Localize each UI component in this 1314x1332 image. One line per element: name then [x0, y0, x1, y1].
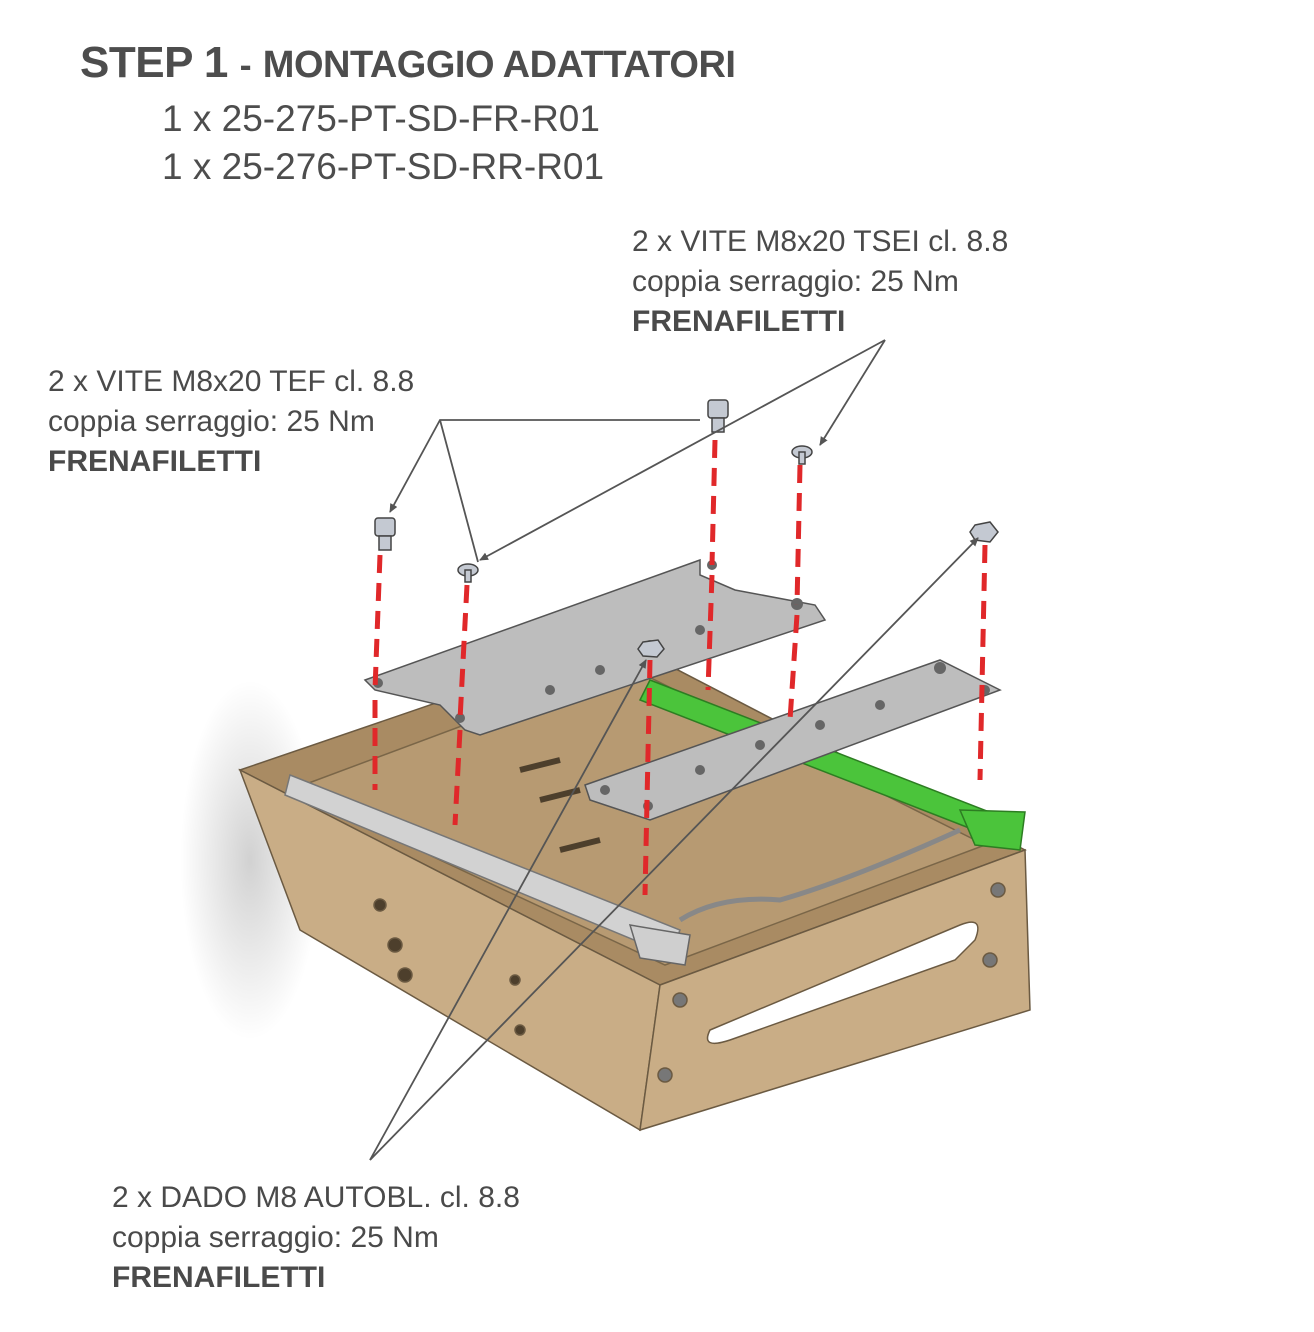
- hole: [514, 1024, 526, 1036]
- callout-tsei-screws: 2 x VITE M8x20 TSEI cl. 8.8 coppia serra…: [632, 222, 1008, 342]
- screw-head: [672, 992, 688, 1008]
- alignment-guides: [372, 439, 988, 896]
- right-rail: [638, 679, 1026, 851]
- release-cable: [678, 827, 962, 923]
- guide-line: [457, 584, 470, 721]
- plate-hole: [695, 625, 705, 635]
- step-description: MONTAGGIO ADATTATORI: [262, 44, 736, 86]
- hole: [373, 898, 387, 912]
- leader-tef-2: [439, 419, 479, 563]
- callout-nut-threadlock: FRENAFILETTI: [112, 1261, 326, 1294]
- plate-hole: [695, 765, 705, 775]
- guide-line: [794, 464, 803, 606]
- callout-nut-torque: coppia serraggio: 25 Nm: [112, 1221, 439, 1254]
- guide-line: [705, 574, 715, 691]
- guide-line: [977, 544, 988, 781]
- leader-lines: [369, 339, 979, 1161]
- screw-head: [990, 882, 1006, 898]
- plate-hole: [595, 665, 605, 675]
- tef-screw-left: [374, 517, 396, 551]
- nut-right: [969, 521, 999, 543]
- guide-line: [709, 439, 718, 566]
- guide-line: [372, 554, 383, 691]
- guide-line: [642, 659, 653, 896]
- hole: [387, 937, 403, 953]
- plate-hole: [545, 685, 555, 695]
- part-number-front: 1 x 25-275-PT-SD-FR-R01: [162, 98, 600, 139]
- plate-hole: [791, 598, 803, 610]
- plate-hole: [755, 740, 765, 750]
- green-rail-end: [958, 809, 1026, 851]
- hole: [509, 974, 521, 986]
- left-rail: [284, 773, 691, 966]
- guide-line: [787, 614, 800, 721]
- callout-nut-qty: 2 x DADO M8 AUTOBL. cl. 8.8: [112, 1181, 520, 1214]
- adapter-plate-rear: [584, 659, 1002, 821]
- leader-tsei-2: [479, 339, 886, 561]
- screw-head: [982, 952, 998, 968]
- callout-tef-screws: 2 x VITE M8x20 TEF cl. 8.8 coppia serrag…: [48, 362, 414, 482]
- leader-nut-1: [369, 537, 979, 1161]
- step-label: STEP 1: [80, 38, 228, 87]
- screw-head: [657, 1067, 673, 1083]
- plate-hole: [455, 713, 465, 723]
- handle-slot: [706, 921, 979, 1045]
- callout-tef-qty: 2 x VITE M8x20 TEF cl. 8.8: [48, 365, 415, 398]
- callout-self-locking-nuts: 2 x DADO M8 AUTOBL. cl. 8.8 coppia serra…: [112, 1178, 520, 1298]
- step-title: STEP 1 - MONTAGGIO ADATTATORI: [80, 38, 736, 88]
- plate-hole: [815, 720, 825, 730]
- inner-slot: [559, 837, 601, 853]
- guide-line: [452, 729, 463, 826]
- title-separator: -: [239, 44, 252, 85]
- grey-rail-end: [628, 924, 691, 966]
- plate-hole: [600, 785, 610, 795]
- inner-slot: [519, 757, 561, 773]
- leader-tsei: [819, 339, 886, 446]
- callout-tsei-threadlock: FRENAFILETTI: [632, 305, 846, 338]
- callout-tsei-torque: coppia serraggio: 25 Nm: [632, 265, 959, 298]
- callout-tef-torque: coppia serraggio: 25 Nm: [48, 405, 375, 438]
- part-number-rear: 1 x 25-276-PT-SD-RR-R01: [162, 146, 605, 187]
- callout-tsei-qty: 2 x VITE M8x20 TSEI cl. 8.8: [632, 225, 1009, 258]
- plate-holes: [373, 560, 990, 811]
- plate-hole: [934, 662, 946, 674]
- hole: [397, 967, 413, 983]
- nut-left: [637, 639, 665, 658]
- leader-nut-2: [369, 659, 647, 1161]
- plate-hole: [875, 700, 885, 710]
- callout-tef-threadlock: FRENAFILETTI: [48, 445, 262, 478]
